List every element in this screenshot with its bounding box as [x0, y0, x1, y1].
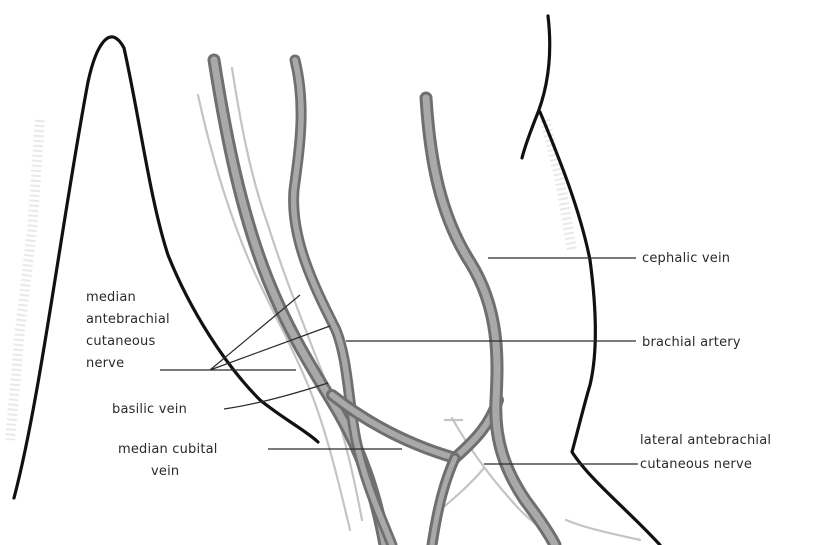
medial-arm-outline — [14, 37, 318, 498]
median-antebrachial-label-line2: antebrachial — [86, 312, 170, 327]
brachial-artery-label: brachial artery — [642, 335, 741, 350]
nerves — [198, 68, 640, 545]
median-antebrachial-label-line1: median — [86, 290, 136, 305]
lateral-arm-lower-outline — [540, 112, 660, 545]
median-antebrachial-label-line3: cutaneous — [86, 334, 155, 349]
vessels — [214, 60, 555, 545]
brachial-artery-vessel — [294, 60, 392, 545]
brachial-artery-vessel-inner — [294, 60, 392, 545]
edge-shading — [10, 120, 572, 440]
arm-outline — [14, 16, 660, 545]
cephalic-vein-label: cephalic vein — [642, 251, 730, 266]
median-cubital-label-line1: median cubital — [118, 442, 218, 457]
lateral-antebrachial-label-line2: cutaneous nerve — [640, 457, 752, 472]
lateral-antebrachial-label-line1: lateral antebrachial — [640, 433, 771, 448]
median-antebrachial-label-line4: nerve — [86, 356, 124, 371]
median-cubital-label-line2: vein — [151, 464, 179, 479]
basilic-vein-label: basilic vein — [112, 402, 187, 417]
